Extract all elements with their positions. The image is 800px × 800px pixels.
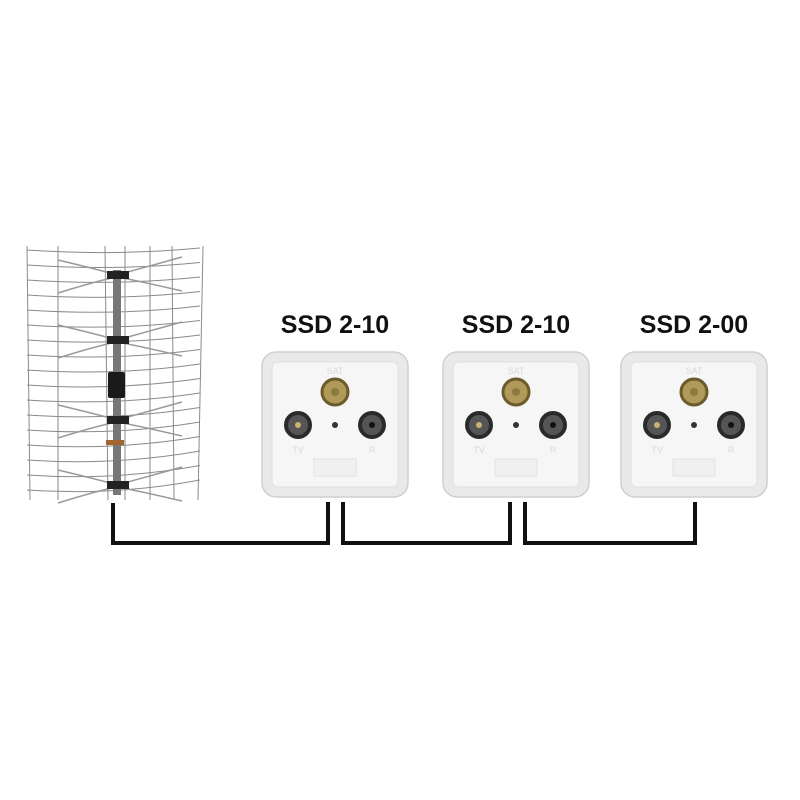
label-window: [494, 458, 538, 477]
sat-connector-pin: [331, 388, 339, 396]
port-label-tv: TV: [651, 445, 663, 455]
antenna-bracket: [106, 440, 124, 445]
antenna-clamp: [107, 336, 129, 344]
port-label-sat: SAT: [327, 366, 344, 376]
port-label-sat: SAT: [686, 366, 703, 376]
socket-label: SSD 2-10: [281, 311, 389, 339]
socket-label: SSD 2-00: [640, 311, 748, 339]
port-label-r: R: [369, 445, 376, 455]
antenna-clamp: [107, 416, 129, 424]
antenna-horizontal-wire: [26, 262, 201, 268]
port-label-tv: TV: [473, 445, 485, 455]
radio-port-hole: [728, 422, 734, 428]
socket-label: SSD 2-10: [462, 311, 570, 339]
screw-hole-icon: [691, 422, 697, 428]
grid-antenna-icon: [26, 245, 204, 504]
sat-connector-pin: [512, 388, 520, 396]
antenna-clamp: [107, 481, 129, 489]
port-label-tv: TV: [292, 445, 304, 455]
label-window: [313, 458, 357, 477]
antenna-vertical-wire: [26, 245, 31, 501]
screw-hole-icon: [332, 422, 338, 428]
antenna-amplifier: [108, 372, 125, 398]
antenna-horizontal-wire: [26, 247, 201, 254]
tv-port-pin: [476, 422, 482, 428]
coax-cables: [111, 502, 697, 545]
label-window: [672, 458, 716, 477]
coax-cable: [341, 502, 512, 545]
port-label-sat: SAT: [508, 366, 525, 376]
coax-cable: [523, 502, 697, 545]
radio-port-hole: [550, 422, 556, 428]
port-label-r: R: [550, 445, 557, 455]
antenna-vertical-wire: [197, 245, 204, 501]
sat-connector-pin: [690, 388, 698, 396]
antenna-vertical-wire: [171, 245, 175, 501]
tv-port-pin: [295, 422, 301, 428]
tv-port-pin: [654, 422, 660, 428]
port-label-r: R: [728, 445, 735, 455]
coax-cable: [111, 502, 330, 545]
antenna-vertical-wire: [104, 245, 109, 501]
screw-hole-icon: [513, 422, 519, 428]
antenna-clamp: [107, 271, 129, 279]
radio-port-hole: [369, 422, 375, 428]
